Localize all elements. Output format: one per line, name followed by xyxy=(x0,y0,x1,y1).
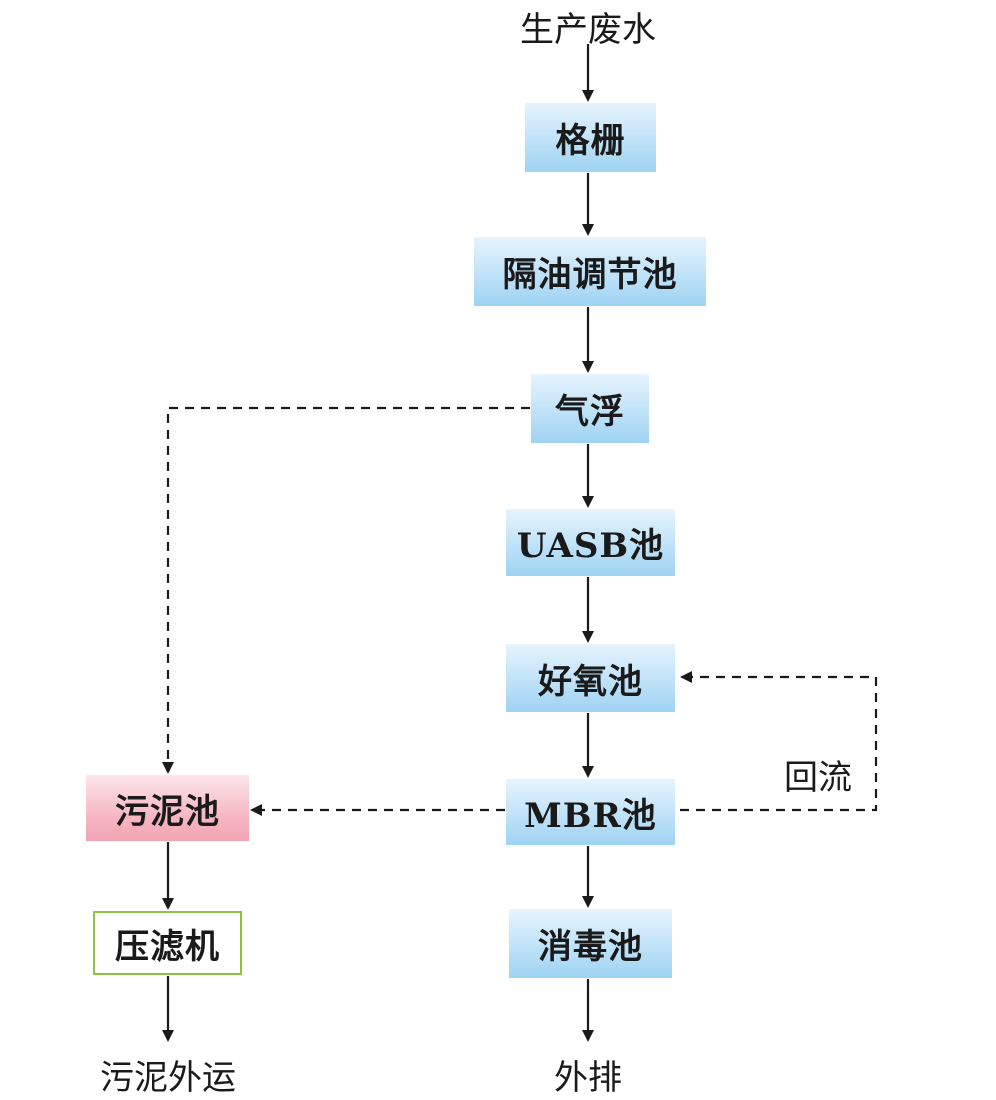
source-label: 生产废水 xyxy=(520,10,656,50)
edge-reflux-mbr-to-aerobic xyxy=(680,671,878,812)
node-aerobic-tank: 好氧池 xyxy=(506,644,675,712)
node-mbr-tank: MBR池 xyxy=(506,779,675,845)
reflux-label: 回流 xyxy=(784,758,852,798)
node-filter-press: 压滤机 xyxy=(93,911,242,975)
node-oil-separation-tank: 隔油调节池 xyxy=(474,237,706,306)
node-disinfection-tank: 消毒池 xyxy=(509,909,672,978)
edge-flotation-to-sludge xyxy=(162,406,530,774)
node-grille: 格栅 xyxy=(525,103,656,172)
discharge-label: 外排 xyxy=(554,1058,622,1098)
node-uasb-tank: UASB池 xyxy=(506,509,675,576)
sludge-transport-label: 污泥外运 xyxy=(100,1058,236,1098)
node-air-flotation: 气浮 xyxy=(531,374,649,443)
node-sludge-tank: 污泥池 xyxy=(86,775,249,841)
